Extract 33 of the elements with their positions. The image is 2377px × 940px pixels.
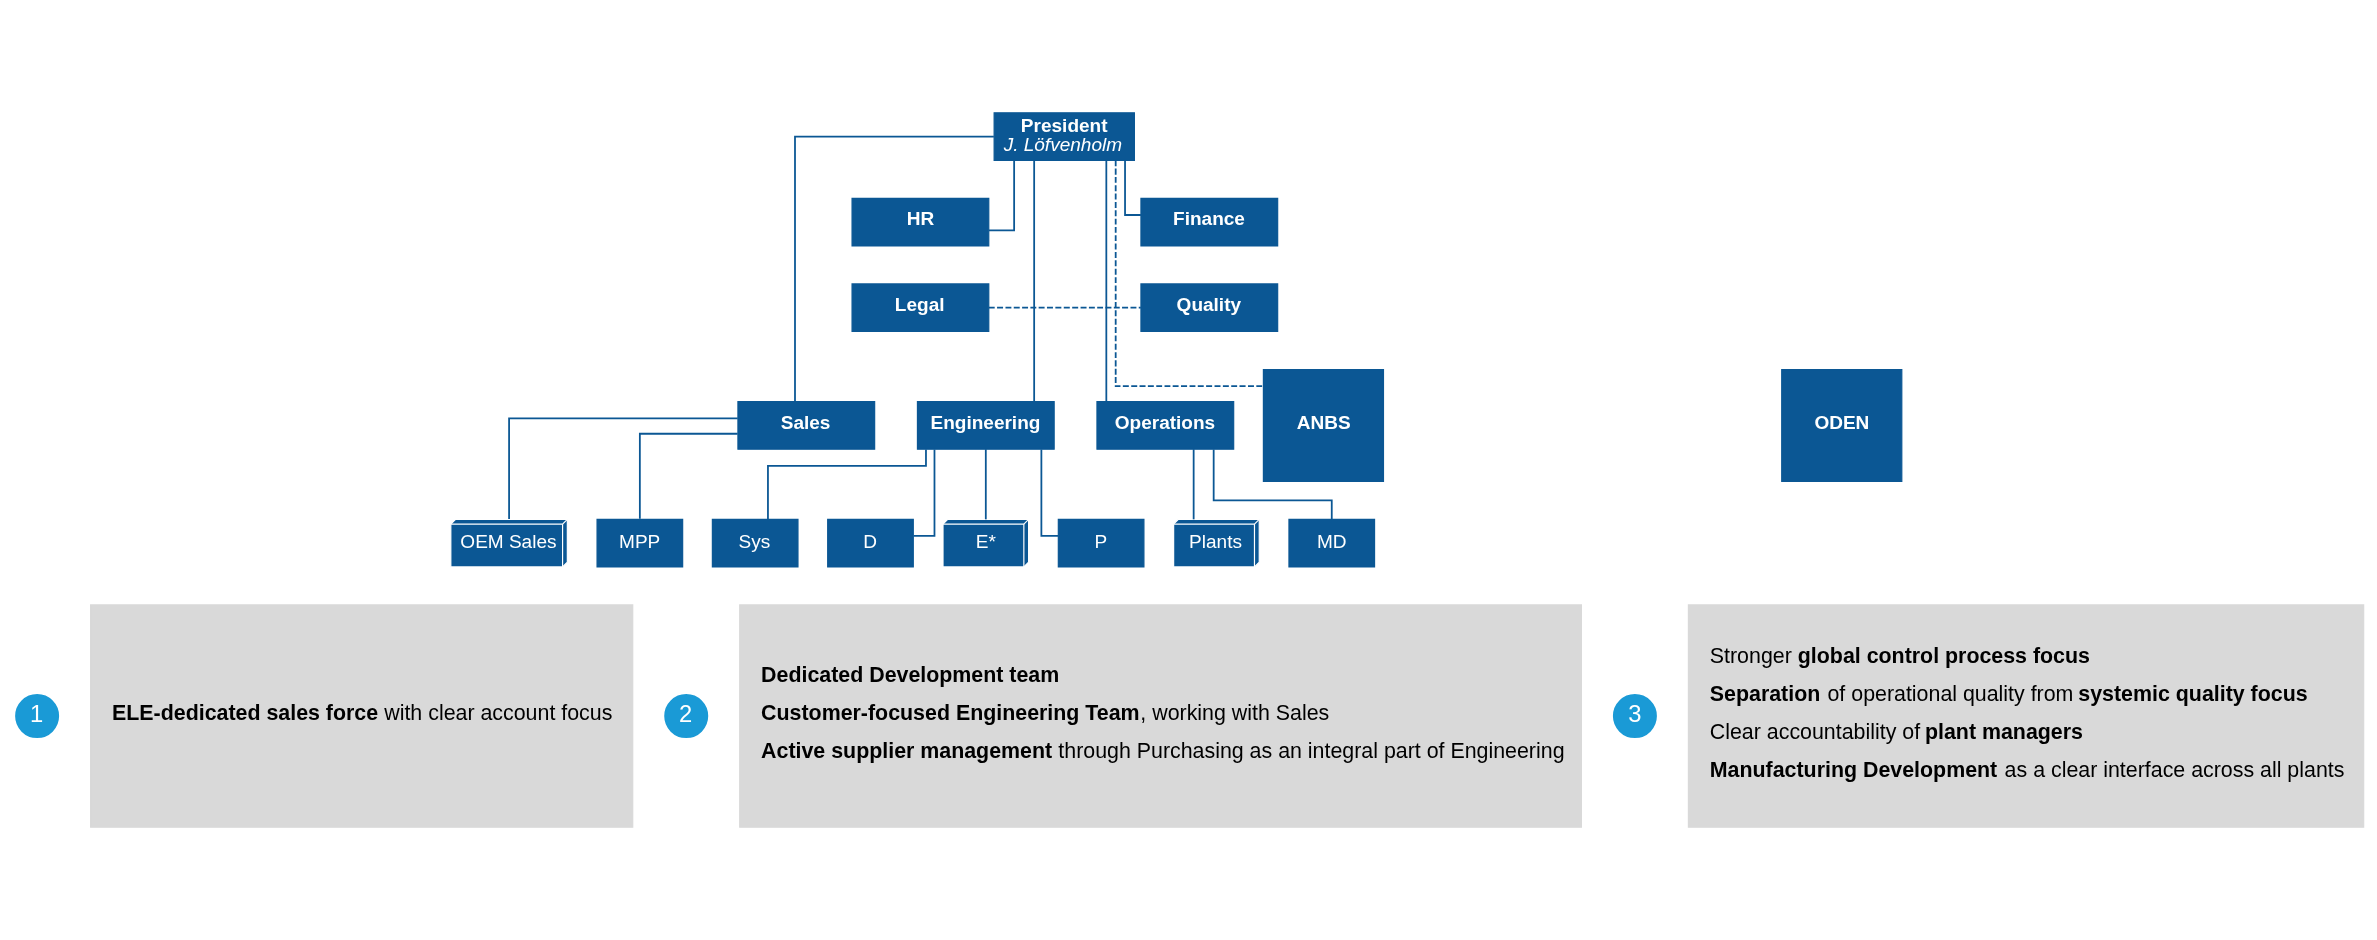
node-box: P — [1057, 518, 1145, 568]
node-box: Finance — [1140, 197, 1279, 247]
node-box: Dedicated Development team Customer-focused Engineering Team, working with Sales Active supplier management through Purchasing as an integral part of Engineering — [739, 604, 1582, 828]
node-box: ANBS — [1262, 368, 1385, 482]
connector — [984, 448, 987, 521]
connector — [912, 448, 936, 537]
node-box: Sys — [711, 518, 799, 568]
connector — [508, 417, 739, 520]
connector — [1033, 159, 1036, 403]
node-box: Stronger global control process focus Separation of operational quality from systemic quality focus Clear accountability of plant managers Manufacturing Development as a clear interface across all plants — [1687, 604, 2365, 828]
node-box: Legal — [851, 283, 990, 333]
connector — [794, 135, 995, 403]
connector — [1212, 448, 1333, 521]
node-box: Engineering — [916, 401, 1055, 450]
connector — [638, 432, 739, 520]
node-box: MD — [1288, 518, 1376, 568]
node-box: HR — [851, 197, 990, 247]
connector — [767, 448, 927, 520]
connector — [988, 306, 1142, 309]
node-box: President J. Löfvenholm — [993, 112, 1135, 161]
node-box: Operations — [1096, 401, 1235, 450]
connector — [1040, 448, 1059, 537]
connector — [988, 159, 1015, 232]
node-box: ODEN — [1781, 368, 1903, 482]
connector — [1124, 159, 1142, 216]
node-box: Quality — [1140, 283, 1279, 333]
node-box: MPP — [596, 518, 684, 568]
node-box: ELE-dedicated sales force with clear account focus — [90, 604, 634, 828]
connector — [1105, 159, 1108, 403]
connector — [1192, 448, 1195, 521]
node-box: D — [827, 518, 914, 568]
connector — [1114, 159, 1265, 388]
node-box: Sales — [737, 401, 876, 450]
